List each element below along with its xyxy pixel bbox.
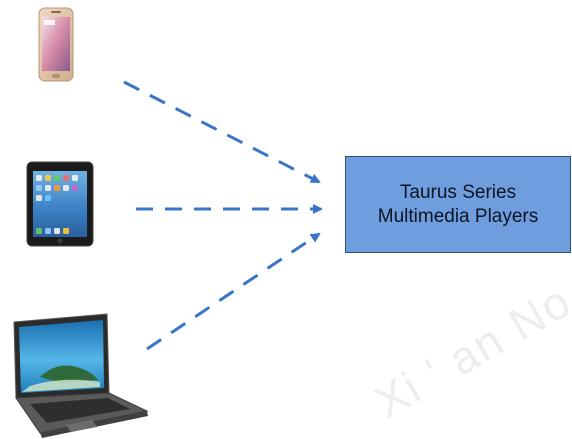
smartphone-icon [38, 7, 74, 82]
laptop-icon [13, 313, 149, 438]
connector-group [123, 80, 323, 351]
taurus-player-box: Taurus Series Multimedia Players [345, 156, 571, 253]
connector-phone-to-player [123, 80, 321, 184]
player-title-line2: Multimedia Players [377, 205, 539, 227]
tablet-icon [26, 161, 94, 247]
connector-laptop-to-player [146, 232, 321, 351]
player-title-line1: Taurus Series [399, 181, 517, 203]
